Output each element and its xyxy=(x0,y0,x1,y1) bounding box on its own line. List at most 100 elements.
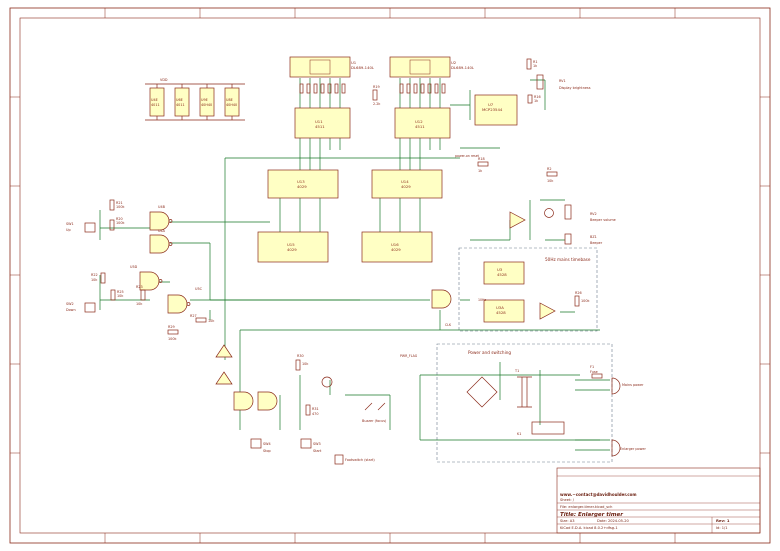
svg-text:10k: 10k xyxy=(91,278,97,282)
clk-net-label: CLK xyxy=(445,323,452,327)
bypass-ics: U4E 4011 U6E 4011 U9E 40H40 U8E 40H40 VD… xyxy=(145,78,245,121)
counter-u16: U16 4029 xyxy=(361,231,433,263)
ic-value: DL689-140L xyxy=(451,65,475,70)
gate-extra xyxy=(215,211,556,411)
array-resistor xyxy=(441,83,446,94)
k1-ref: K1 xyxy=(517,432,521,436)
svg-text:10k: 10k xyxy=(302,362,308,366)
gate-u5d: U5D xyxy=(130,265,163,291)
decoder-u12: U12 4511 xyxy=(394,107,451,139)
resistor-arrays xyxy=(299,83,446,94)
svg-text:R26: R26 xyxy=(575,291,582,295)
svg-text:10k: 10k xyxy=(208,319,214,323)
fuse-caption: Fuse xyxy=(590,370,598,374)
svg-text:R27: R27 xyxy=(190,314,197,318)
buzzer-focus-caption: Buzzer (focus) xyxy=(362,419,387,423)
ic-ref: U15 xyxy=(287,242,295,247)
ic-ref: U3 xyxy=(497,267,503,272)
svg-text:1k: 1k xyxy=(534,99,538,103)
title-tool: KiCad E.D.A. kicad 8.0.2+dfsg-1 xyxy=(560,526,618,530)
power-on-reset-label: power-on reset xyxy=(455,154,480,158)
10hz-net-label: 10Hz xyxy=(478,298,486,302)
decoder-u11: U11 4511 xyxy=(294,107,351,139)
ic-value: MCP23544 xyxy=(482,107,503,112)
bz-ref: BZ1 xyxy=(590,235,597,239)
ic-ref: U3A xyxy=(496,305,504,310)
title-date: Date: 2024-05-20 xyxy=(597,519,630,523)
beeper-volume-caption: Beeper volume xyxy=(590,218,616,222)
array-resistor xyxy=(420,83,425,94)
ic-value: 4029 xyxy=(391,247,401,252)
display-u2: U2 DL689-140L xyxy=(389,56,475,78)
misc-components: SW1 Up SW2 Down SW3 Start SW4 Stop Foots… xyxy=(66,74,646,465)
footswitch-caption: Footswitch (start) xyxy=(345,458,375,462)
title-file: File: enlarger-timer.kicad_sch xyxy=(560,505,612,509)
title-text: Title: Enlarger timer xyxy=(560,512,623,518)
svg-text:U4B: U4B xyxy=(158,205,166,209)
svg-text:U4A: U4A xyxy=(158,229,166,233)
gate-u4b: U4B xyxy=(149,205,173,231)
array-resistor xyxy=(341,83,346,94)
f1-ref: F1 xyxy=(590,365,594,369)
ic-ref: U2 xyxy=(451,60,457,65)
title-size: Size: A3 xyxy=(560,519,574,523)
svg-text:R30: R30 xyxy=(297,354,304,358)
sw1-ref: SW1 xyxy=(66,222,74,226)
svg-text:U5C: U5C xyxy=(195,287,203,291)
bypass-val-4: 40H40 xyxy=(226,103,237,107)
bypass-val-1: 4011 xyxy=(151,103,160,107)
bypass-ref-1: U4E xyxy=(151,98,158,102)
bypass-val-2: 4011 xyxy=(176,103,185,107)
svg-text:R18: R18 xyxy=(478,157,485,161)
gate-u4a: U4A xyxy=(149,229,173,254)
title-rev: Rev: 1 xyxy=(716,518,730,523)
svg-text:1k: 1k xyxy=(478,169,482,173)
sw2-ref: SW2 xyxy=(66,302,74,306)
timebase-block xyxy=(458,247,598,332)
t1-ref: T1 xyxy=(514,369,519,373)
rv1-ref: RV1 xyxy=(559,79,566,83)
array-resistor xyxy=(313,83,318,94)
timebase-u3a: U3A 4528 xyxy=(483,299,525,323)
svg-text:2.2k: 2.2k xyxy=(373,102,380,106)
brightness-caption: Display brightness xyxy=(559,86,591,90)
display-u1: U1 DL689-140L xyxy=(289,56,375,78)
title-block: www.~contact@davidhoulder.com Sheet: / F… xyxy=(556,467,761,534)
sw3-ref: SW3 xyxy=(313,442,321,446)
pwr-flag-label: PWR_FLAG xyxy=(400,354,418,358)
bypass-ref-4: U8E xyxy=(226,98,233,102)
svg-text:10k: 10k xyxy=(136,302,142,306)
svg-text:100k: 100k xyxy=(168,337,176,341)
timebase-u3: U3 4528 xyxy=(483,261,525,285)
resistor-labels: R1 1k R2 10k R16 1k R18 1k R19 2.2k R21 … xyxy=(91,58,589,416)
array-resistor xyxy=(306,83,311,94)
power-block xyxy=(436,343,613,463)
ic-ref: U16 xyxy=(391,242,399,247)
ic-value: 4029 xyxy=(401,184,411,189)
bypass-ref-3: U9E xyxy=(201,98,208,102)
svg-text:R16: R16 xyxy=(534,95,541,99)
frame-ticks xyxy=(10,8,770,543)
sw1-label: Up xyxy=(66,228,71,232)
svg-text:R19: R19 xyxy=(373,85,380,89)
svg-text:R31: R31 xyxy=(312,407,319,411)
ic-value: 4528 xyxy=(497,272,507,277)
svg-text:U5D: U5D xyxy=(130,265,138,269)
sw4-ref: SW4 xyxy=(263,442,271,446)
svg-text:100k: 100k xyxy=(116,221,124,225)
svg-text:R1: R1 xyxy=(533,60,538,64)
ic-ref: U12 xyxy=(415,119,423,124)
svg-text:470: 470 xyxy=(312,412,318,416)
array-resistor xyxy=(406,83,411,94)
ic-ref: U11 xyxy=(315,119,323,124)
bypass-val-3: 40H40 xyxy=(201,103,212,107)
title-id: Id: 1/1 xyxy=(716,526,727,530)
wire-net xyxy=(99,78,610,451)
title-url: www.~contact@davidhoulder.com xyxy=(560,492,637,497)
svg-text:100k: 100k xyxy=(116,205,124,209)
sw3-label: Start xyxy=(313,449,322,453)
driver-u7: U7 MCP23544 xyxy=(474,94,518,126)
array-resistor xyxy=(427,83,432,94)
